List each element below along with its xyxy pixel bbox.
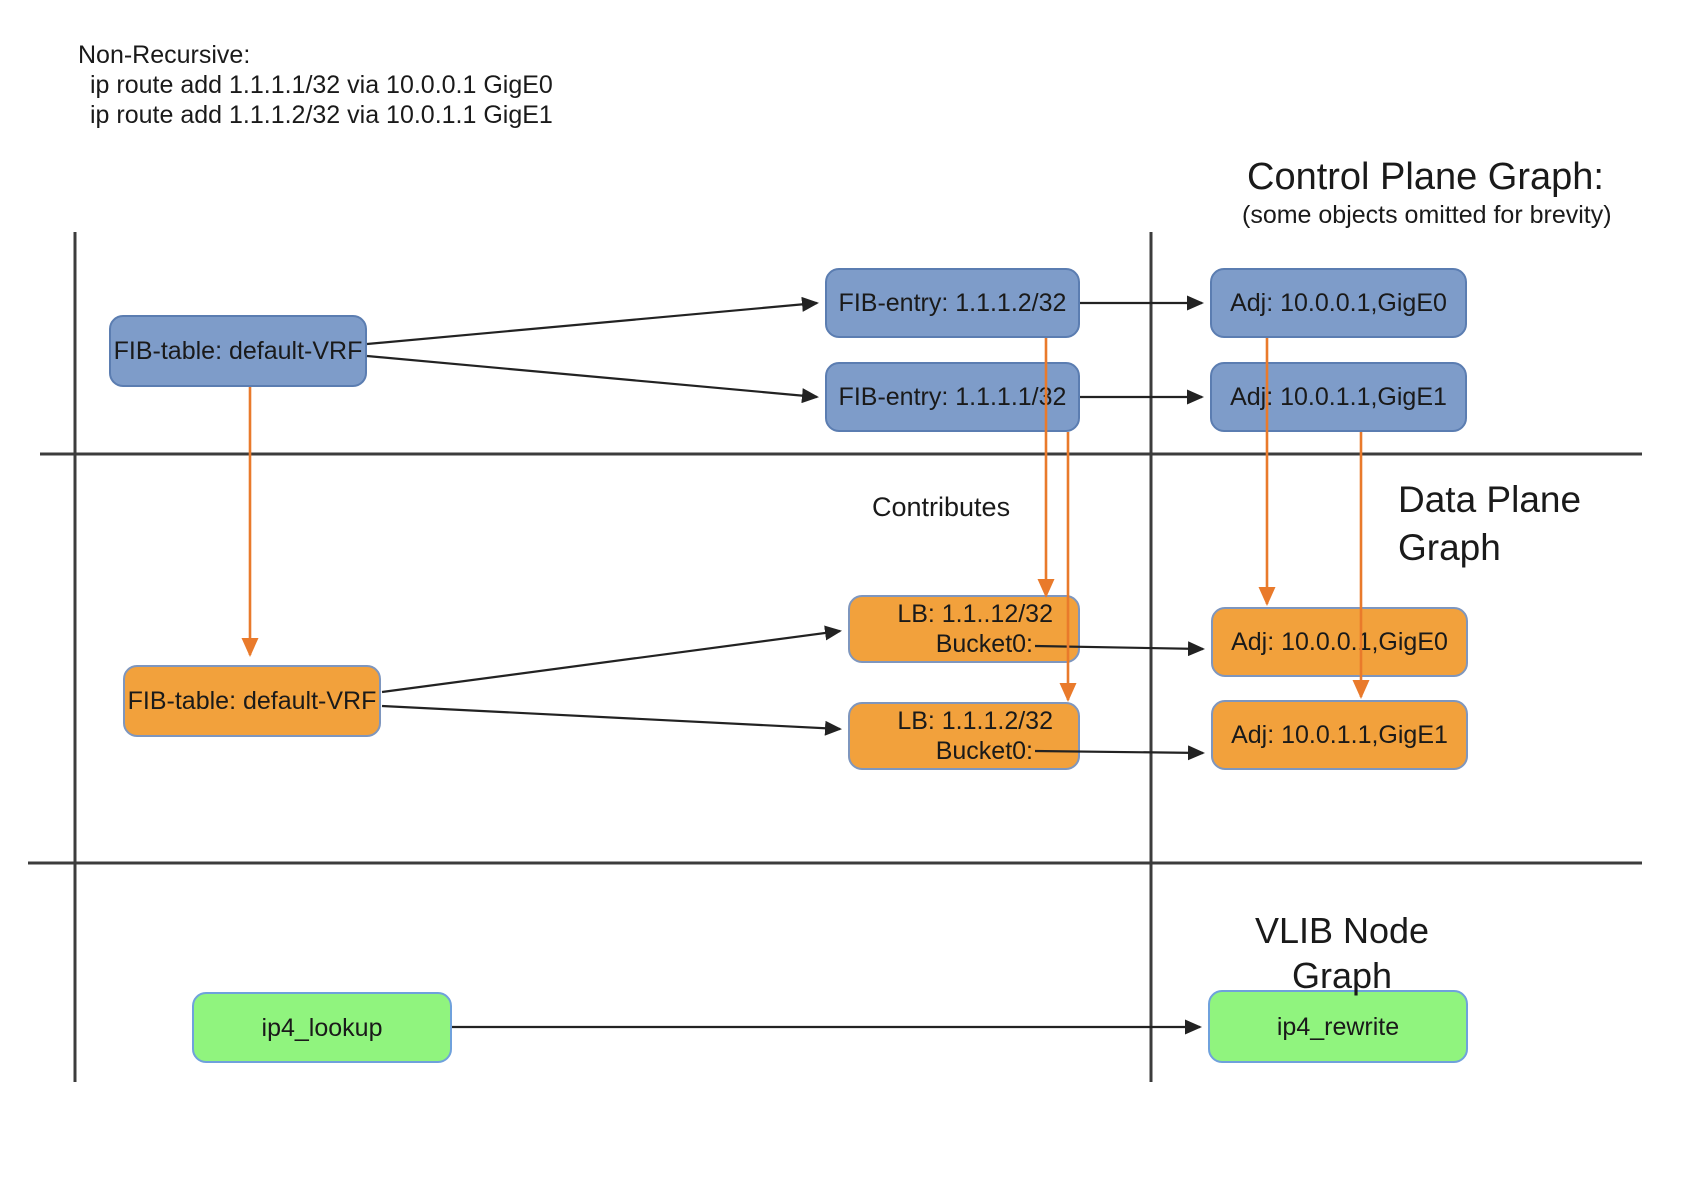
lb-prefix-label: LB: 1.1.1.2/32 bbox=[897, 707, 1053, 735]
node-label: FIB-entry: 1.1.1.2/32 bbox=[838, 289, 1067, 317]
arrow-cp-fibtable-to-fibentry1 bbox=[366, 354, 819, 404]
node-dp-adj-gige0: Adj: 10.0.0.1,GigE0 bbox=[1211, 607, 1468, 677]
vlib-node-graph-title: VLIB Node Graph bbox=[1254, 910, 1430, 996]
arrow-dp-fibtable-to-lb1 bbox=[381, 625, 842, 694]
node-dp-lb-2: LB: 1.1.1.2/32 Bucket0: bbox=[848, 702, 1080, 770]
node-cp-adj-gige1: Adj: 10.0.1.1,GigE1 bbox=[1210, 362, 1467, 432]
lb-prefix-label: LB: 1.1..12/32 bbox=[897, 600, 1053, 628]
node-cp-fib-entry-1111: FIB-entry: 1.1.1.1/32 bbox=[825, 362, 1080, 432]
arrow-cp-fibtable-to-fibentry2 bbox=[366, 296, 819, 346]
route-config-note: Non-Recursive: ip route add 1.1.1.1/32 v… bbox=[78, 40, 553, 130]
node-label: Adj: 10.0.0.1,GigE0 bbox=[1230, 289, 1447, 317]
node-label: Adj: 10.0.0.1,GigE0 bbox=[1231, 628, 1448, 656]
node-vlib-ip4-rewrite: ip4_rewrite bbox=[1208, 990, 1468, 1063]
node-label: FIB-table: default-VRF bbox=[127, 687, 377, 715]
note-route-line-1: ip route add 1.1.1.1/32 via 10.0.0.1 Gig… bbox=[90, 71, 553, 99]
note-route-line-2: ip route add 1.1.1.2/32 via 10.0.1.1 Gig… bbox=[90, 101, 553, 129]
lb-bucket-label: Bucket0: bbox=[935, 630, 1033, 658]
node-label: FIB-entry: 1.1.1.1/32 bbox=[838, 383, 1067, 411]
node-cp-fib-table: FIB-table: default-VRF bbox=[109, 315, 367, 387]
data-plane-title: Data Plane Graph bbox=[1398, 479, 1582, 569]
node-dp-adj-gige1: Adj: 10.0.1.1,GigE1 bbox=[1211, 700, 1468, 770]
node-label: FIB-table: default-VRF bbox=[113, 337, 363, 365]
control-plane-title: Control Plane Graph: bbox=[1247, 156, 1604, 198]
node-label: Adj: 10.0.1.1,GigE1 bbox=[1231, 721, 1448, 749]
node-cp-adj-gige0: Adj: 10.0.0.1,GigE0 bbox=[1210, 268, 1467, 338]
node-dp-lb-1: LB: 1.1..12/32 Bucket0: bbox=[848, 595, 1080, 663]
node-label: ip4_rewrite bbox=[1276, 1012, 1400, 1041]
node-cp-fib-entry-1112: FIB-entry: 1.1.1.2/32 bbox=[825, 268, 1080, 338]
control-plane-subtitle: (some objects omitted for brevity) bbox=[1242, 201, 1612, 229]
contributes-label: Contributes bbox=[872, 492, 1011, 522]
note-title: Non-Recursive: bbox=[78, 41, 251, 69]
node-vlib-ip4-lookup: ip4_lookup bbox=[192, 992, 452, 1063]
node-dp-fib-table: FIB-table: default-VRF bbox=[123, 665, 381, 737]
arrow-dp-fibtable-to-lb2 bbox=[381, 704, 842, 736]
node-label: ip4_lookup bbox=[261, 1013, 383, 1042]
node-label: Adj: 10.0.1.1,GigE1 bbox=[1230, 383, 1447, 411]
lb-bucket-label: Bucket0: bbox=[935, 737, 1033, 765]
